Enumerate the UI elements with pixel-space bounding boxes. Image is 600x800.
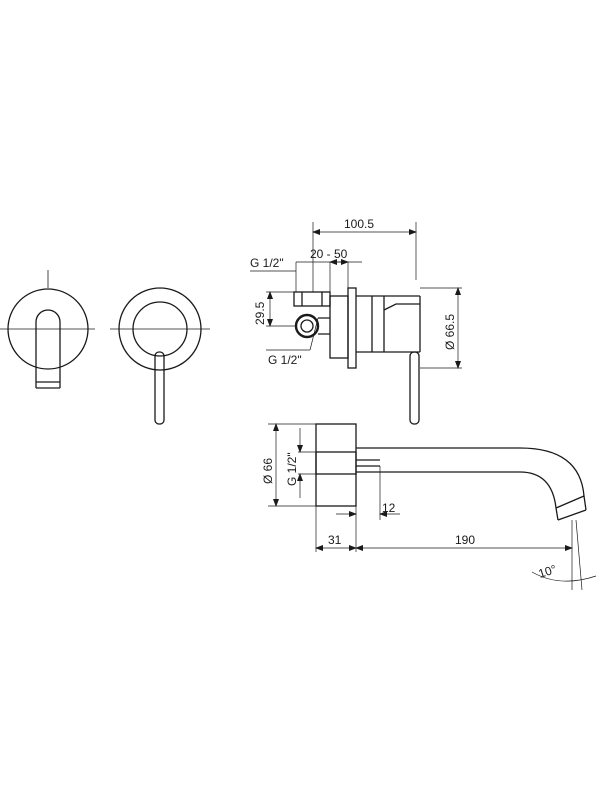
mixer-box: [329, 295, 349, 359]
angle-ref-tilted: [575, 519, 583, 591]
spout-wall-plate-side: [315, 423, 357, 507]
spout-front-view: [0, 270, 95, 389]
dim-190-label: 190: [455, 533, 475, 547]
spout-pipe-top: [356, 447, 585, 497]
dim-66-label: Ø 66: [261, 458, 275, 484]
mixer-wall-plate-side: [347, 287, 357, 369]
mixer-side-lever: [409, 351, 420, 425]
mixer-wall-plate: [118, 287, 202, 371]
spout-aerator-sides: [555, 495, 587, 521]
mixer-lever: [154, 351, 165, 425]
inlet-pipe-joint: [318, 317, 330, 335]
dim-12-label: 12: [382, 501, 396, 515]
angle-arc: [531, 571, 597, 582]
mixer-front-view: [110, 287, 210, 425]
spout-side-view: Ø 66 G 1/2" 12 31 190 1: [261, 423, 597, 591]
spout-thread-label: G 1/2": [285, 452, 299, 486]
mixer-body-outline: [132, 301, 188, 357]
spout-pipe-bottom: [356, 471, 557, 509]
inlet-pipe-bore: [300, 319, 314, 333]
spout-wall-plate: [7, 288, 89, 370]
dim-wall-range-label: 20 - 50: [310, 247, 348, 261]
spout-nipple: [315, 451, 357, 475]
spout-aerator-line: [557, 509, 587, 521]
thread-bottom-label: G 1/2": [268, 353, 302, 367]
thread-bottom-leader: [309, 317, 319, 351]
dim-29-5-label: 29.5: [253, 301, 267, 325]
spout-body: [35, 309, 61, 388]
angle-label: 10°: [537, 562, 559, 581]
dim-100-5-label: 100.5: [344, 217, 374, 231]
inlet-pipe-section: [294, 313, 320, 339]
mixer-side-view: 100.5 20 - 50 G 1/2" 29.5 G 1/2": [250, 217, 462, 425]
thread-top-label: G 1/2": [250, 256, 284, 270]
dim-31-label: 31: [328, 533, 342, 547]
handle-bevel: [383, 303, 420, 311]
spout-aerator-ring: [555, 495, 585, 509]
dim-66-5-label: Ø 66.5: [443, 314, 457, 350]
inlet-connector-top: [293, 291, 331, 307]
